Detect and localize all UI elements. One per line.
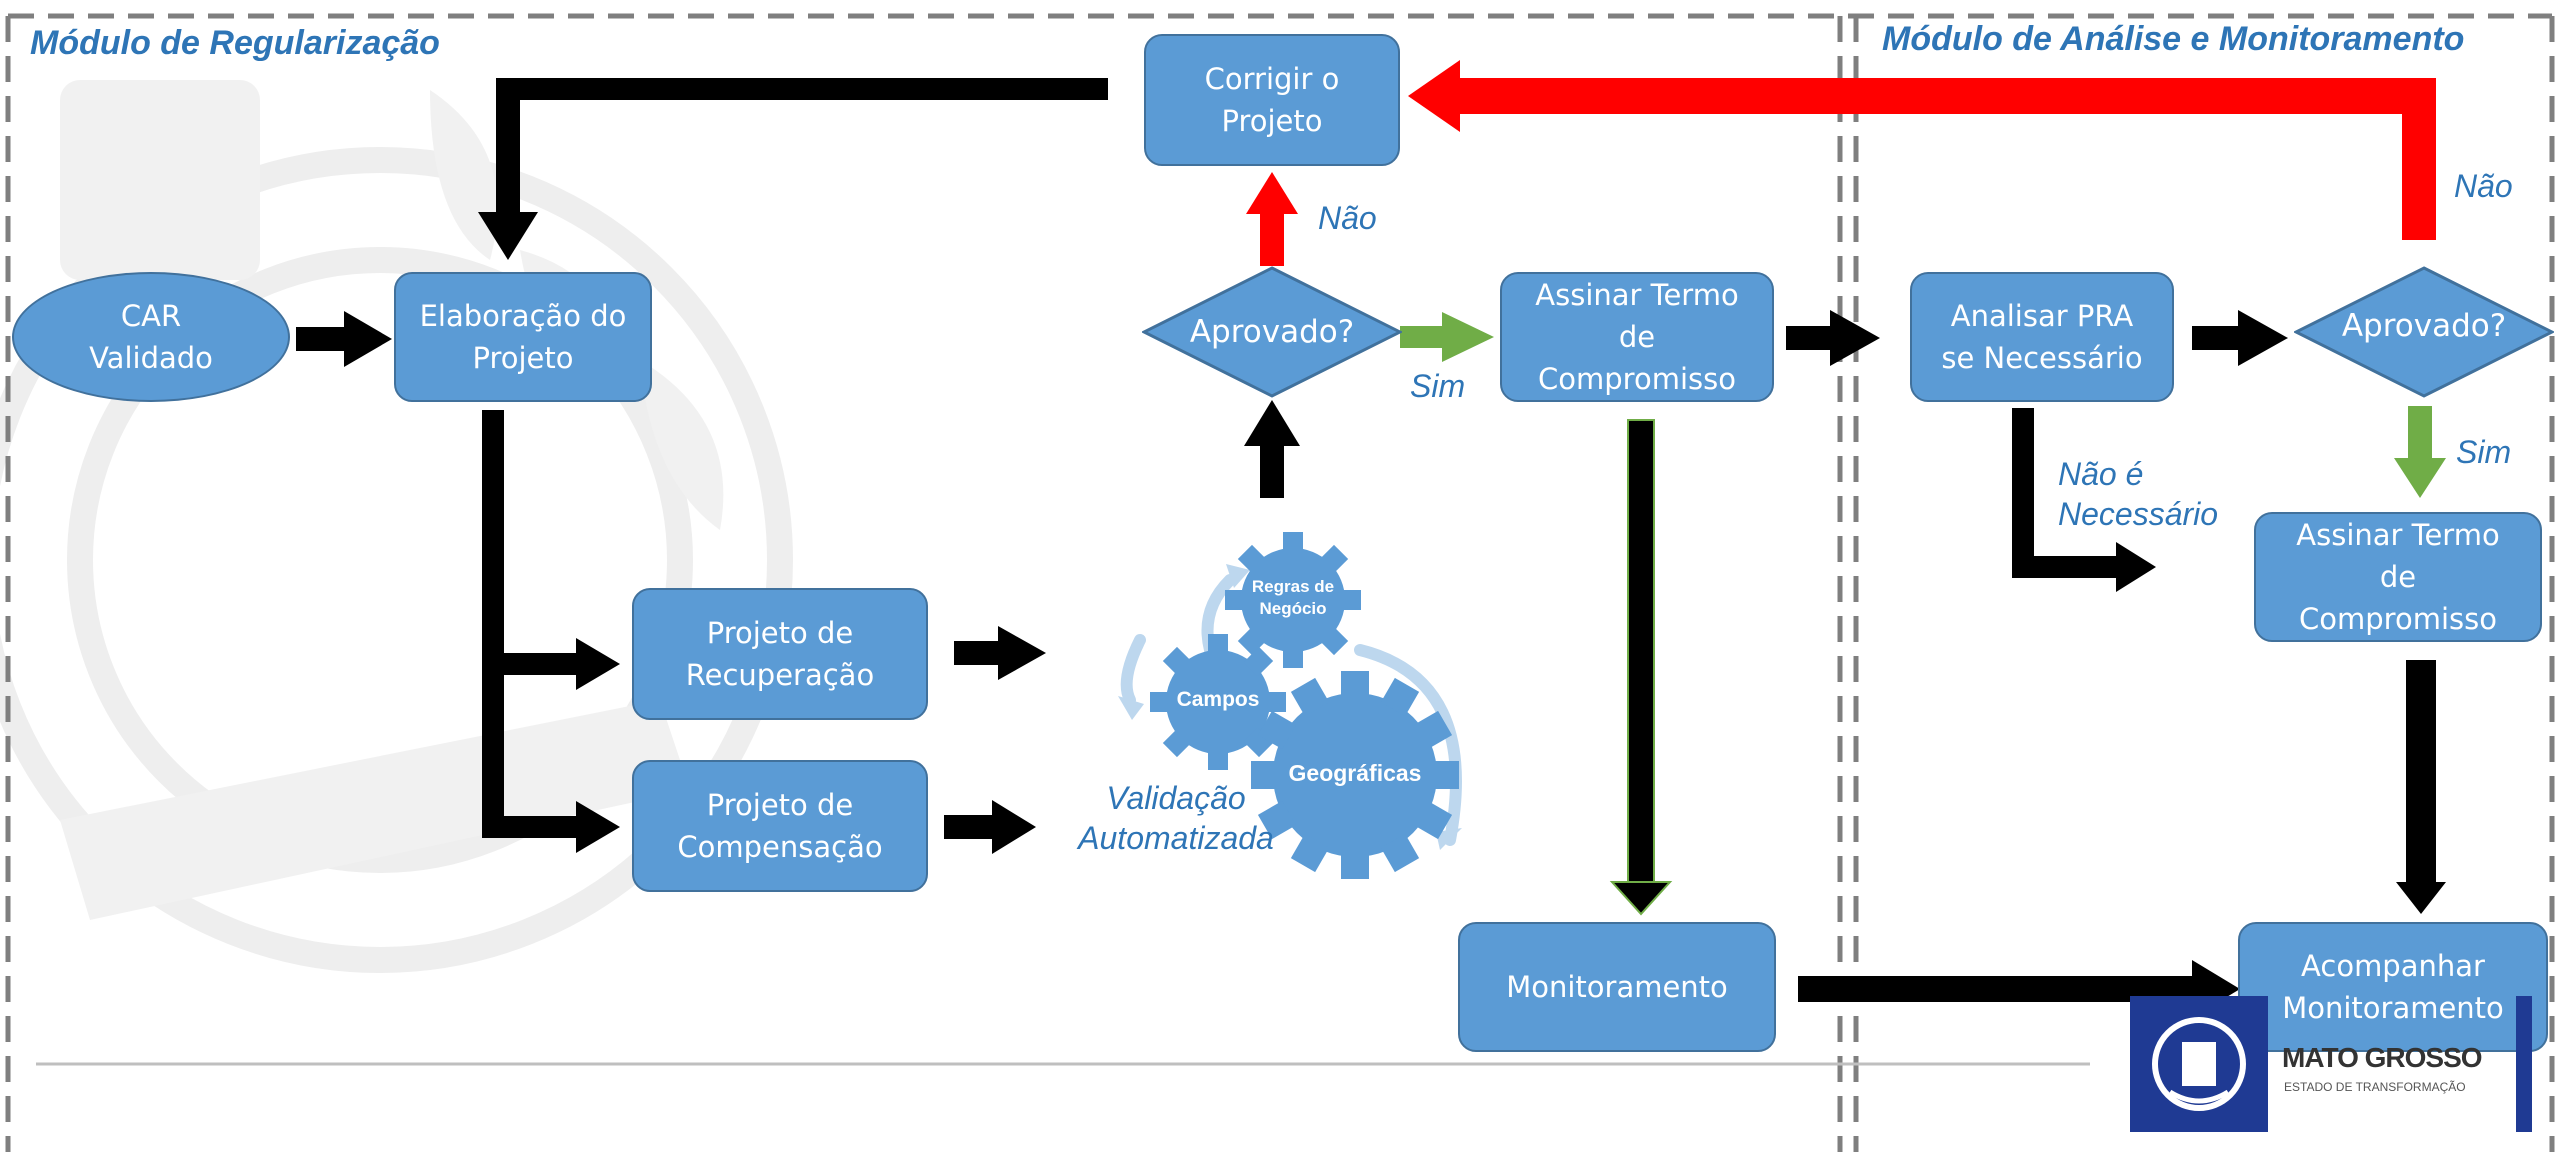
arrow-aprovado2-to-corrigir-nao (1408, 60, 2436, 240)
node-corrigir-projeto[interactable]: Corrigir o Projeto (1144, 34, 1400, 166)
arrow-aprovado2-to-assinar2-sim (2394, 406, 2446, 498)
gear-regras-label: Regras de Negócio (1251, 577, 1335, 618)
edge-label-nao-necessario: Não é Necessário (2058, 456, 2219, 532)
validacao-automatizada-label: Validação Automatizada (1078, 780, 1274, 856)
logo-title: MATO GROSSO (2282, 1042, 2483, 1073)
node-assinar-termo-1[interactable]: Assinar Termo de Compromisso (1500, 272, 1774, 402)
gear-campos-label: Campos (1176, 688, 1260, 711)
validation-gears (1118, 532, 1462, 879)
arrow-assinar2-to-acompanhar (2396, 660, 2446, 914)
cycle-arrow-2 (1120, 634, 1146, 706)
arrow-analisar-to-aprovado2 (2192, 310, 2288, 366)
state-seal-icon (2130, 996, 2268, 1132)
mato-grosso-logo: MATO GROSSO ESTADO DE TRANSFORMAÇÃO (2130, 996, 2540, 1132)
arrow-analisar-nao-necessario (2012, 408, 2156, 592)
edge-label-nao-2: Não (2454, 168, 2513, 204)
decision-aprovado-1-label: Aprovado? (1189, 314, 1355, 350)
gear-campos-shape (1150, 634, 1286, 770)
node-projeto-compensacao[interactable]: Projeto de Compensação (632, 760, 928, 892)
module-title-analise: Módulo de Análise e Monitoramento (1882, 20, 2465, 58)
arrow-aprovado-to-corrigir-nao (1246, 172, 1298, 266)
edge-label-nao-1: Não (1318, 200, 1377, 236)
arrow-compensacao-to-validacao (944, 800, 1036, 854)
node-monitoramento[interactable]: Monitoramento (1458, 922, 1776, 1052)
decision-aprovado-1-shape[interactable] (1142, 266, 1402, 398)
node-acompanhar-monitoramento[interactable]: Acompanhar Monitoramento (2238, 922, 2548, 1052)
cycle-arrow-3 (1354, 644, 1462, 846)
decision-aprovado-2-label: Aprovado? (2341, 308, 2507, 344)
gear-regras-shape (1225, 532, 1361, 668)
node-projeto-recuperacao[interactable]: Projeto de Recuperação (632, 588, 928, 720)
node-assinar-termo-2[interactable]: Assinar Termo de Compromisso (2254, 512, 2542, 642)
arrow-assinar-to-analisar (1786, 310, 1880, 366)
arrow-validacao-to-aprovado (1244, 400, 1300, 498)
edge-label-sim-1: Sim (1410, 368, 1466, 404)
arrow-assinar-to-monitoramento (1609, 419, 1673, 916)
edge-label-sim-2: Sim (2456, 434, 2512, 470)
logo-subtitle: ESTADO DE TRANSFORMAÇÃO (2284, 1080, 2466, 1094)
node-car-validado[interactable]: CAR Validado (12, 272, 290, 402)
decision-aprovado-2-shape[interactable] (2294, 266, 2554, 398)
gear-geograficas-shape (1251, 671, 1459, 879)
arrow-corrigir-to-elaboracao (478, 78, 1108, 260)
arrow-recuperacao-to-validacao (954, 626, 1046, 680)
gear-geograficas-label: Geográficas (1288, 760, 1422, 786)
arrow-elaboracao-branches (482, 410, 620, 853)
arrow-car-to-elaboracao (296, 311, 392, 367)
arrow-aprovado-to-assinar-sim (1400, 312, 1494, 362)
node-analisar-pra[interactable]: Analisar PRA se Necessário (1910, 272, 2174, 402)
logo-side-bar (2516, 996, 2532, 1132)
node-elaboracao-projeto[interactable]: Elaboração do Projeto (394, 272, 652, 402)
module-title-regularizacao: Módulo de Regularização (30, 24, 440, 62)
